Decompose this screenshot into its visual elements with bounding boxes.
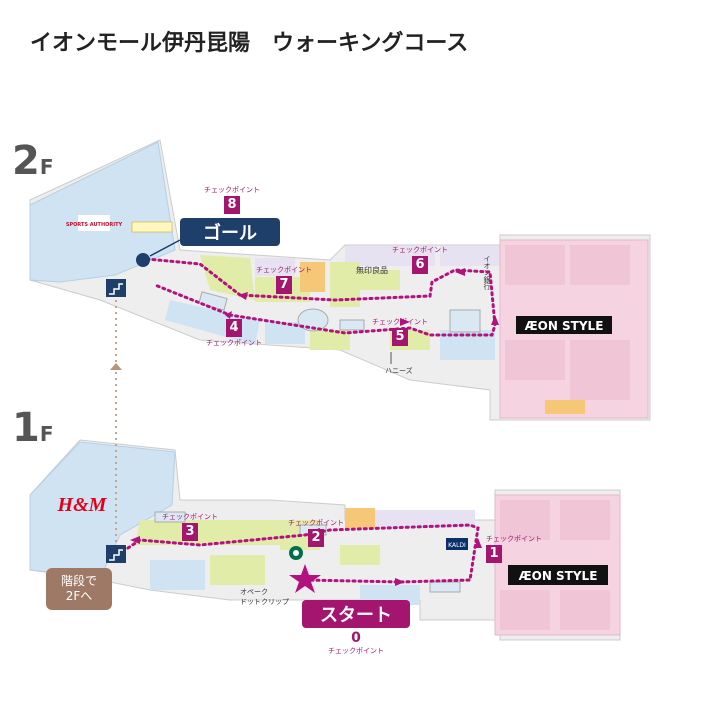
- start-banner: スタート: [302, 600, 410, 628]
- floor-1f-map: [29, 439, 621, 641]
- checkpoint-number: 6: [412, 256, 428, 274]
- checkpoint-number: 3: [182, 523, 198, 541]
- checkpoint-1: チェックポイント 1: [478, 534, 550, 563]
- stairs-note-line2: 2Fへ: [65, 589, 93, 603]
- checkpoint-number: 2: [308, 529, 324, 547]
- checkpoint-4: 4 チェックポイント: [198, 319, 270, 348]
- goal-label: ゴール: [203, 223, 257, 244]
- page-title: イオンモール伊丹昆陽 ウォーキングコース: [30, 30, 468, 56]
- checkpoint-label: チェックポイント: [162, 513, 218, 521]
- floor-suffix-2f: F: [39, 155, 54, 179]
- checkpoint-label: チェックポイント: [372, 318, 428, 326]
- checkpoint-label: チェックポイント: [392, 246, 448, 254]
- floor-label-1f: 1F: [12, 405, 54, 451]
- floor-label-2f: 2F: [12, 138, 54, 184]
- checkpoint-6: チェックポイント 6: [384, 245, 456, 274]
- star-icon: [289, 564, 321, 593]
- floor-suffix-1f: F: [39, 422, 54, 446]
- store-honeys: ハニーズ: [385, 366, 413, 375]
- checkpoint-number: 5: [392, 328, 408, 346]
- goal-dot-icon: [136, 253, 150, 267]
- aeon-style-2f: ÆON STYLE: [516, 316, 612, 334]
- route-2f: [145, 257, 497, 337]
- route-1f: [123, 523, 480, 584]
- kaldi-logo: KALDI: [446, 538, 468, 550]
- store-hm: H&M: [57, 494, 108, 516]
- checkpoint-label: チェックポイント: [288, 519, 344, 527]
- svg-text:KALDI: KALDI: [448, 542, 466, 549]
- store-opeque: オペーク: [240, 588, 268, 596]
- starbucks-icon: [289, 546, 303, 560]
- store-opeque-line2: ドットクリップ: [240, 598, 289, 606]
- aeon-style-1f: ÆON STYLE: [508, 565, 608, 585]
- checkpoint-label: チェックポイント: [256, 266, 312, 274]
- stairs-note-line1: 階段で: [60, 574, 97, 588]
- checkpoint-8: チェックポイント 8: [196, 185, 268, 214]
- checkpoint-number: 7: [276, 276, 292, 294]
- checkpoint-2: チェックポイント 2: [280, 518, 352, 547]
- checkpoint-label: チェックポイント: [486, 535, 542, 543]
- store-mujirushi: 無印良品: [356, 265, 388, 275]
- checkpoint-number: 0: [351, 630, 361, 646]
- svg-text:ÆON STYLE: ÆON STYLE: [519, 569, 598, 583]
- checkpoint-5: チェックポイント 5: [364, 317, 436, 346]
- floor-number-2f: 2: [12, 138, 40, 184]
- start-label: スタート: [320, 605, 392, 626]
- checkpoint-7: チェックポイント 7: [248, 265, 320, 294]
- stairs-icon: [106, 545, 126, 563]
- checkpoint-0: 0 チェックポイント: [320, 630, 392, 656]
- floor-number-1f: 1: [12, 405, 40, 451]
- svg-text:ÆON STYLE: ÆON STYLE: [525, 319, 604, 333]
- checkpoint-label: チェックポイント: [206, 339, 262, 347]
- checkpoint-3: チェックポイント 3: [154, 512, 226, 541]
- checkpoint-label: チェックポイント: [204, 186, 260, 194]
- checkpoint-number: 8: [224, 196, 240, 214]
- floor-2f-map: [29, 139, 651, 421]
- checkpoint-label: チェックポイント: [328, 647, 384, 655]
- stairs-note: 階段で 2Fへ: [46, 568, 112, 610]
- checkpoint-number: 4: [226, 319, 242, 337]
- goal-banner: ゴール: [180, 218, 280, 246]
- store-sports-authority: SPORTS AUTHORITY: [66, 222, 123, 228]
- checkpoint-number: 1: [486, 545, 502, 563]
- stairs-icon: [106, 279, 126, 297]
